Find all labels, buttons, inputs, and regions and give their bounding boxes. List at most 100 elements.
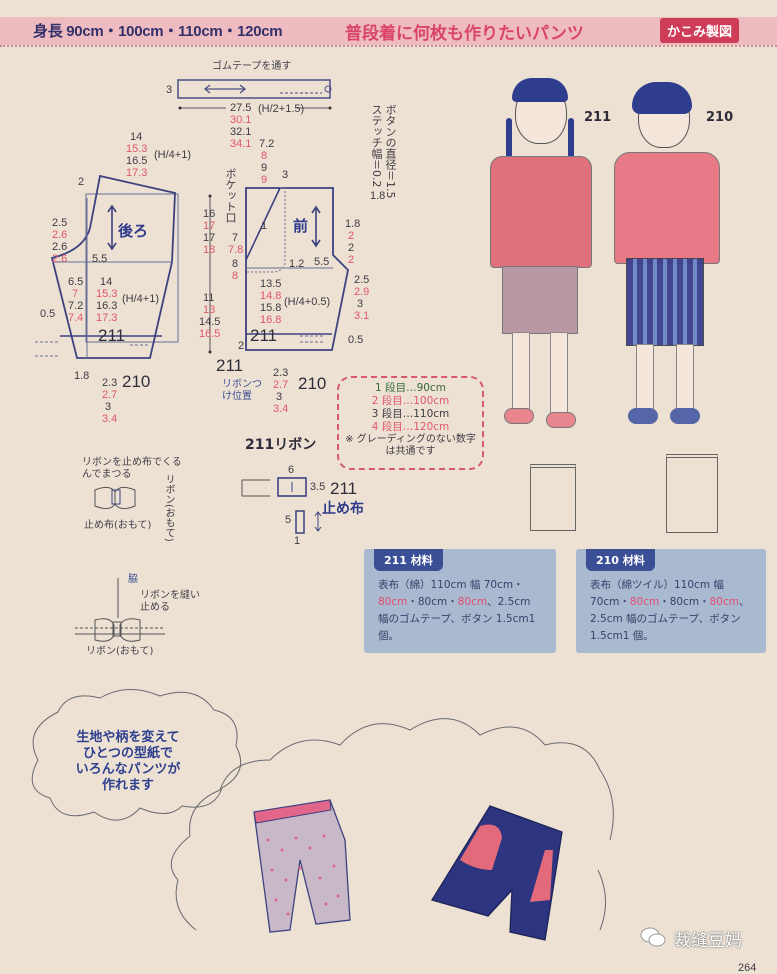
materials-211-size3: ・80cm・	[407, 596, 458, 608]
back-crotch-3: 2.6	[52, 241, 68, 253]
back-piece-label: 後ろ	[118, 222, 149, 240]
back-hip-2: 15.3	[96, 288, 118, 300]
front-side-4: 3.1	[354, 310, 370, 322]
back-hip-formula: (H/4+1)	[122, 293, 159, 305]
waistband-width-1: 27.5	[230, 102, 252, 114]
back-side-offset: 0.5	[40, 308, 56, 320]
rise-upper-2: 17	[203, 220, 216, 232]
ribbon-pattern-title: 211リボン	[245, 437, 317, 453]
materials-211-panel: 211 材料 表布（綿）110cm 幅 70cm・80cm・80cm・80cm、…	[364, 549, 556, 653]
waistband-elastic-note: ゴムテープを通す	[212, 61, 292, 72]
front-pocket-bottom: 1.2	[289, 258, 305, 270]
front-pocket-side-3: 8	[232, 258, 239, 270]
rise-lower-3: 14.5	[199, 316, 221, 328]
front-pocket-side-2: 7.8	[228, 244, 244, 256]
ribbon-piece-code: 211	[330, 479, 358, 498]
rise-lower-1: 11	[203, 292, 215, 304]
front-hip-4: 16.8	[260, 314, 282, 326]
rise-lower-4: 16.5	[199, 328, 221, 340]
back-top-2: 15.3	[126, 143, 148, 155]
grading-note: ※ グレーディングのない数字は共通です	[345, 434, 476, 457]
page-number: 264	[738, 962, 757, 974]
bubble-line-3: いろんなパンツが	[75, 762, 181, 777]
front-hem-3: 3	[276, 391, 283, 403]
materials-210-size3: ・80cm・	[659, 596, 710, 608]
front-crotch-4: 2	[348, 254, 355, 266]
ribbon-position-label: リボンつけ位置	[222, 379, 262, 402]
back-hip-3: 16.3	[96, 300, 118, 312]
grading-row-3: 3 段目…110cm	[371, 408, 450, 420]
grading-row-4: 4 段目…120cm	[371, 421, 450, 433]
back-hem-3: 3	[105, 401, 112, 413]
grading-legend: 1 段目…90cm 2 段目…100cm 3 段目…110cm 4 段目…120…	[337, 376, 484, 470]
front-piece-label: 前	[293, 217, 309, 235]
stop-cloth-label: 止め布	[322, 501, 364, 517]
front-hip-1: 13.5	[260, 278, 282, 290]
front-hem-1: 2.3	[273, 367, 289, 379]
side-seam-label: 脇	[128, 574, 138, 585]
page-title: 普段着に何枚も作りたいパンツ	[345, 24, 584, 44]
pocket-opening-label: ポケット口	[224, 168, 237, 223]
ribbon-face-label: リボン(おもて)	[163, 474, 174, 542]
grading-row-2: 2 段目…100cm	[371, 395, 450, 407]
stitch-width-note: ステッチ幅＝0.2	[370, 104, 383, 188]
materials-210-panel: 210 材料 表布（綿ツイル）110cm 幅 70cm・80cm・80cm・80…	[576, 549, 766, 653]
back-top-1: 14	[130, 131, 143, 143]
front-crotch-2: 2	[348, 230, 355, 242]
girl-model-number: 211	[584, 110, 612, 125]
front-side-1: 2.5	[354, 274, 370, 286]
materials-210-fabric: 表布（綿ツイル）110cm 幅 70cm・	[590, 579, 724, 608]
front-pocket-top-1: 7.2	[259, 138, 275, 150]
waistband-height: 3	[166, 84, 173, 96]
rise-upper-4: 18	[203, 244, 216, 256]
stop-cloth-width: 1	[294, 535, 301, 547]
back-side-4: 7.4	[68, 312, 84, 324]
watermark-text: 裁缝豆妈	[674, 931, 742, 951]
front-pocket-side-1: 7	[232, 232, 239, 244]
waistband-width-3: 32.1	[230, 126, 252, 138]
materials-210-size2: 80cm	[629, 596, 660, 608]
back-crotch-ext: 5.5	[92, 253, 108, 265]
rise-upper-3: 17	[203, 232, 216, 244]
back-side-1: 6.5	[68, 276, 84, 288]
button-diameter-note: ボタンの直径＝1.5	[384, 104, 397, 199]
materials-211-fabric: 表布（綿）110cm 幅 70cm・	[378, 579, 524, 591]
waistband-width-4: 34.1	[230, 138, 252, 150]
back-top-formula: (H/4+1)	[154, 149, 191, 161]
flat-sketch-211	[530, 464, 576, 531]
front-crotch-ext: 5.5	[314, 256, 330, 268]
front-pocket-side-4: 8	[232, 270, 239, 282]
boy-model-number: 210	[706, 110, 734, 125]
materials-210-heading: 210 材料	[586, 549, 655, 571]
front-side-3: 3	[357, 298, 364, 310]
front-pocket-top-3: 9	[261, 162, 268, 174]
back-size-210: 210	[122, 372, 151, 391]
front-hem-left: 2	[238, 340, 245, 352]
bubble-line-4: 作れます	[101, 778, 154, 793]
ribbon-height: 3.5	[310, 481, 326, 493]
wechat-icon	[640, 926, 666, 952]
front-pocket-corner: 3	[282, 169, 289, 181]
back-crotch-2: 2.6	[52, 229, 68, 241]
stitch-width-alt: 1.8	[370, 190, 386, 202]
waistband-width-2: 30.1	[230, 114, 252, 126]
front-pocket-top-4: 9	[261, 174, 268, 186]
header-band	[0, 17, 777, 45]
rise-upper-1: 16	[203, 208, 216, 220]
back-hip-4: 17.3	[96, 312, 118, 324]
front-side-offset: 0.5	[348, 334, 364, 346]
grading-row-1: 1 段目…90cm	[375, 382, 446, 394]
stop-cloth-height: 5	[285, 514, 292, 526]
ribbon-mark-211: 211	[216, 356, 244, 375]
waistband-formula: (H/2+1.5)	[258, 103, 305, 115]
front-side-2: 2.9	[354, 286, 370, 298]
materials-210-notions: 、2.5cm 幅のゴムテープ、ボタン 1.5cm1 個。	[590, 596, 750, 642]
ribbon-wrap-note: リボンを止め布でくるんでまつる	[82, 457, 182, 480]
front-size-210: 210	[298, 374, 327, 393]
materials-211-notions: 、2.5cm 幅のゴムテープ、ボタン 1.5cm1 個。	[378, 596, 536, 642]
stop-cloth-face-label: 止め布(おもて)	[84, 520, 152, 531]
front-size-211: 211	[250, 326, 278, 345]
back-side-2: 7	[72, 288, 79, 300]
materials-211-text: 表布（綿）110cm 幅 70cm・80cm・80cm・80cm、2.5cm 幅…	[364, 571, 556, 645]
